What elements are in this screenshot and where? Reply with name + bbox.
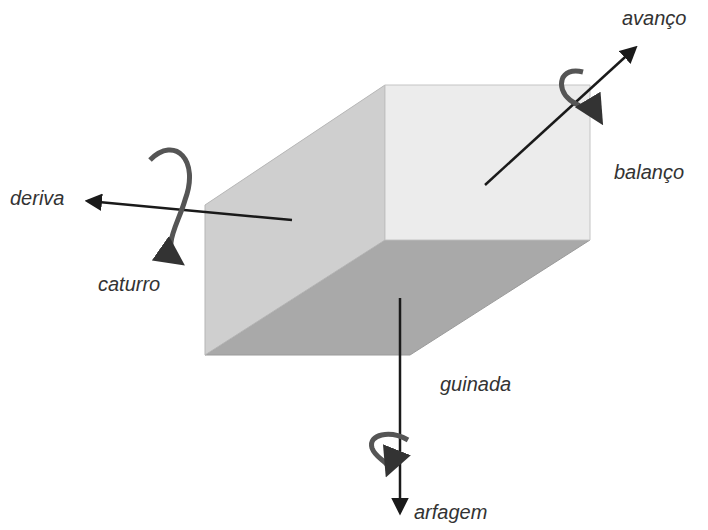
rotation-label: caturro [98, 272, 160, 296]
axis-label: avanço [622, 6, 687, 30]
rotation-label: guinada [440, 372, 511, 396]
axis-label: deriva [10, 186, 64, 210]
rotation-label: balanço [614, 160, 684, 184]
axis-label: arfagem [414, 500, 487, 524]
